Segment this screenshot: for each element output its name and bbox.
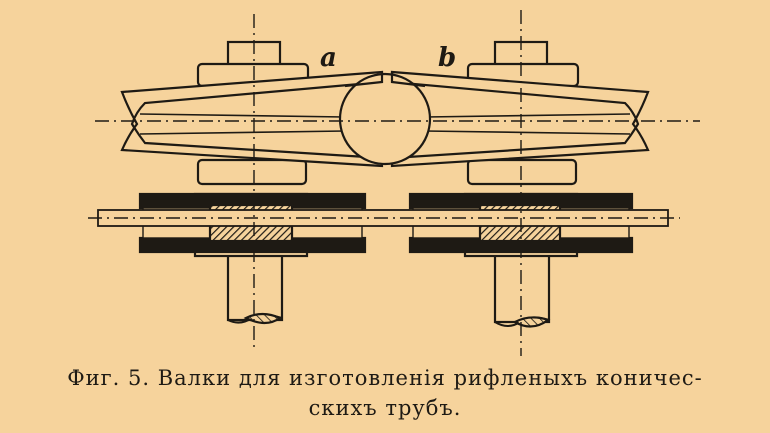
- rollers-drawing: a b: [88, 10, 700, 356]
- roller-label-b: b: [438, 43, 456, 73]
- figure-caption-line-1: Фиг. 5. Валки для изготовленія рифленыхъ…: [67, 366, 703, 390]
- roller-label-a: a: [320, 43, 337, 73]
- figure-caption-line-2: скихъ трубъ.: [308, 396, 462, 420]
- right-roller-assembly: [390, 40, 650, 328]
- left-roller-assembly: [120, 40, 384, 325]
